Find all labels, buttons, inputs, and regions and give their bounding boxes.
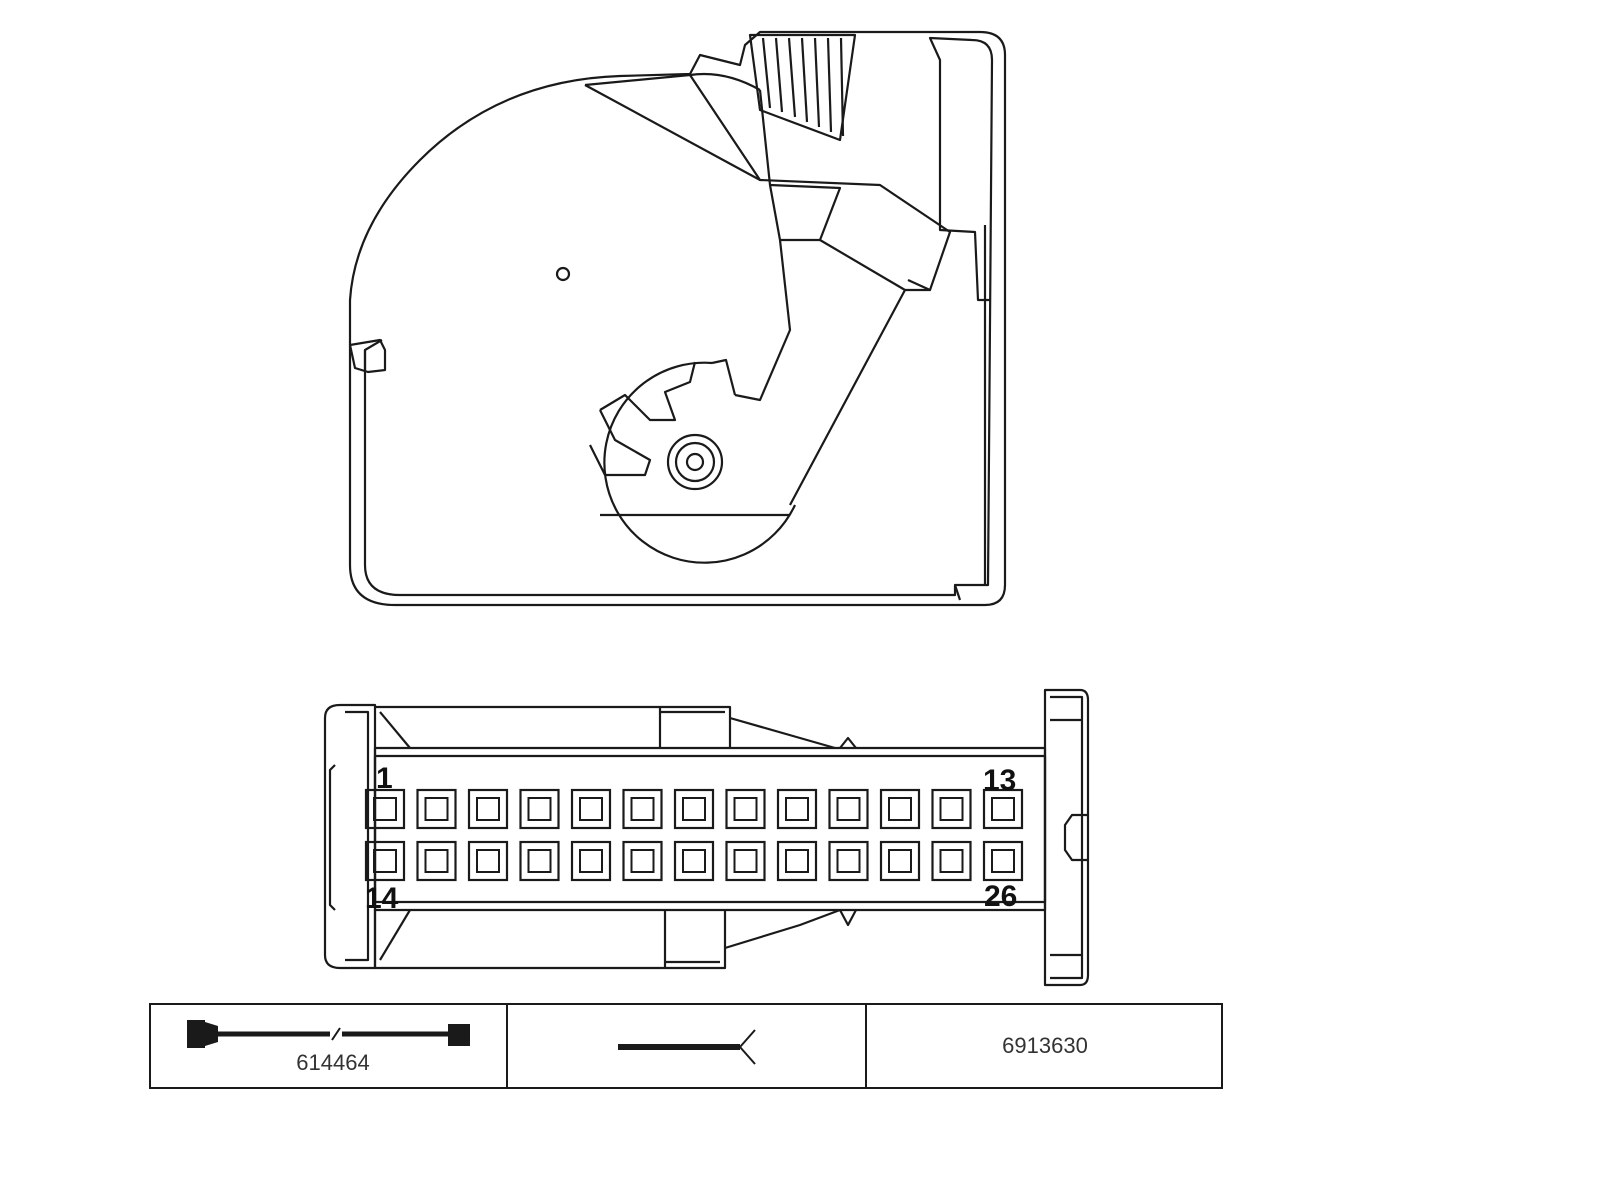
- pin-cavity-inner-23: [836, 849, 861, 873]
- pin-cavity-9: [776, 788, 818, 830]
- pin-cavity-inner-2: [424, 797, 449, 821]
- pin-cavity-inner-13: [991, 797, 1015, 821]
- pin-cavity-11: [879, 788, 921, 830]
- pin-cavity-inner-9: [785, 797, 809, 821]
- pin-grid: [364, 788, 1024, 882]
- pin-cavity-inner-7: [682, 797, 706, 821]
- connector-part-number: 6913630: [1002, 1033, 1088, 1058]
- pin-cavity-inner-19: [630, 849, 655, 873]
- cable-harness-icon: [187, 1020, 470, 1048]
- pin-label-1: 1: [376, 762, 393, 795]
- pin-cavity-inner-5: [579, 797, 603, 821]
- pin-cavity-inner-22: [785, 849, 809, 873]
- pin-cavity-2: [416, 788, 457, 830]
- pin-cavity-inner-11: [888, 797, 912, 821]
- pin-cavity-inner-15: [424, 849, 449, 873]
- pin-label-26: 26: [984, 880, 1017, 913]
- connector-front-view: [323, 688, 1090, 987]
- wire-end-icon: [618, 1029, 756, 1065]
- pin-cavity-inner-21: [733, 849, 758, 873]
- parts-table: 614464 6913630: [149, 1003, 1223, 1089]
- pin-cavity-7: [673, 788, 715, 830]
- pin-cavity-inner-8: [733, 797, 758, 821]
- pin-cavity-18: [570, 840, 612, 882]
- pin-cavity-20: [673, 840, 715, 882]
- pin-cavity-inner-4: [527, 797, 552, 821]
- pin-cavity-inner-26: [991, 849, 1015, 873]
- pin-cavity-13: [982, 788, 1024, 830]
- pin-label-14: 14: [365, 882, 399, 915]
- pin-cavity-inner-10: [836, 797, 861, 821]
- pin-cavity-3: [467, 788, 509, 830]
- pin-cavity-23: [828, 840, 869, 882]
- pin-cavity-19: [622, 840, 663, 882]
- pin-cavity-6: [622, 788, 663, 830]
- pin-cavity-8: [725, 788, 766, 830]
- pin-cavity-26: [982, 840, 1024, 882]
- pin-cavity-1: [364, 788, 406, 830]
- pin-cavity-inner-12: [939, 797, 964, 821]
- pin-cavity-inner-14: [373, 849, 397, 873]
- pin-cavity-10: [828, 788, 869, 830]
- pin-cavity-15: [416, 840, 457, 882]
- connector-side-view: [348, 30, 1007, 607]
- pin-cavity-inner-25: [939, 849, 964, 873]
- pin-cavity-inner-6: [630, 797, 655, 821]
- pin-cavity-inner-1: [373, 797, 397, 821]
- pin-labels: 1 13 14 26: [365, 762, 1017, 915]
- harness-part-number: 614464: [296, 1050, 369, 1075]
- pin-cavity-24: [879, 840, 921, 882]
- pin-cavity-22: [776, 840, 818, 882]
- pin-cavity-25: [931, 840, 972, 882]
- pin-cavity-inner-17: [527, 849, 552, 873]
- pin-cavity-inner-3: [476, 797, 500, 821]
- pin-cavity-16: [467, 840, 509, 882]
- pin-cavity-inner-24: [888, 849, 912, 873]
- pin-cavity-12: [931, 788, 972, 830]
- pin-cavity-21: [725, 840, 766, 882]
- pin-cavity-5: [570, 788, 612, 830]
- pin-cavity-inner-18: [579, 849, 603, 873]
- pin-cavity-inner-20: [682, 849, 706, 873]
- pin-cavity-14: [364, 840, 406, 882]
- pin-cavity-inner-16: [476, 849, 500, 873]
- pin-cavity-4: [519, 788, 560, 830]
- pin-cavity-17: [519, 840, 560, 882]
- pin-label-13: 13: [983, 764, 1016, 797]
